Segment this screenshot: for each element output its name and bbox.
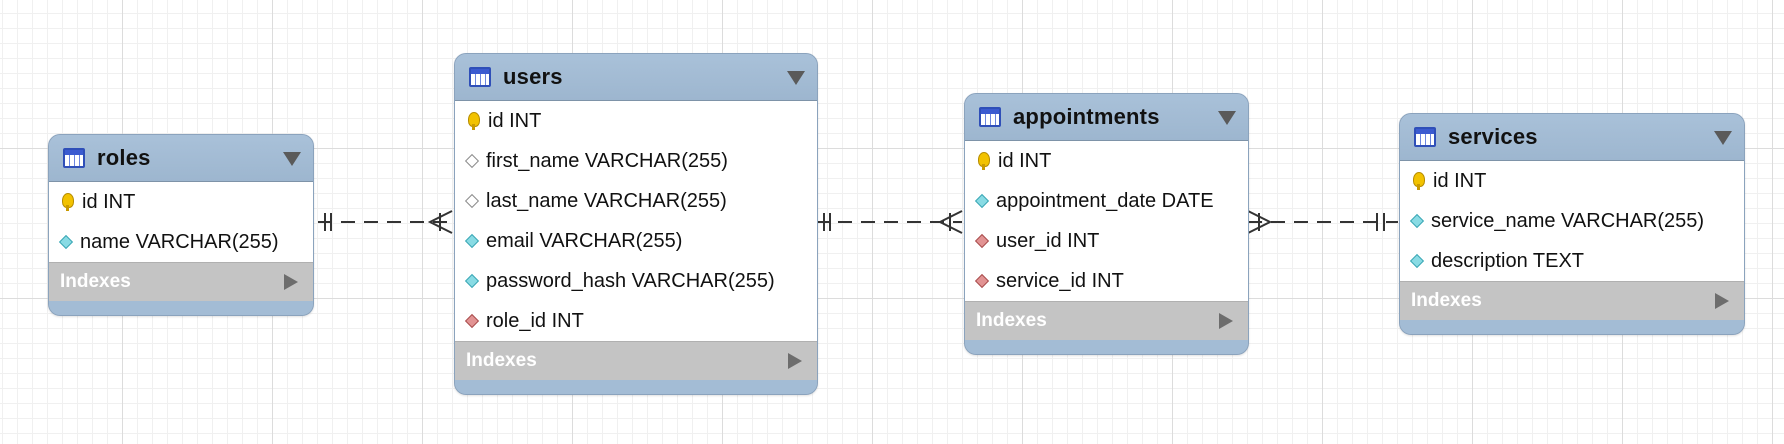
primary-key-icon (464, 111, 484, 131)
relationship-users-appointments[interactable] (815, 210, 963, 234)
crowfoot-mark (937, 210, 963, 234)
column-label: appointment_date DATE (996, 189, 1214, 212)
entity-header[interactable]: roles (49, 135, 313, 182)
column-list: id INT name VARCHAR(255) (49, 182, 313, 262)
entity-users[interactable]: users id INT first_name VARCHAR(255) las… (454, 53, 818, 395)
column-label: last_name VARCHAR(255) (486, 189, 727, 212)
column-list: id INT first_name VARCHAR(255) last_name… (455, 101, 817, 341)
relationship-services-appointments[interactable] (1247, 210, 1398, 234)
collapse-triangle-icon[interactable] (1714, 131, 1732, 145)
column-row[interactable]: name VARCHAR(255) (49, 222, 313, 262)
entity-footer (965, 340, 1248, 354)
entity-title: roles (97, 145, 151, 170)
column-label: email VARCHAR(255) (486, 229, 683, 252)
entity-header[interactable]: services (1400, 114, 1744, 161)
column-row[interactable]: id INT (965, 141, 1248, 181)
column-row[interactable]: user_id INT (965, 221, 1248, 261)
column-row[interactable]: role_id INT (455, 301, 817, 341)
column-row[interactable]: appointment_date DATE (965, 181, 1248, 221)
column-diamond-icon (464, 273, 480, 289)
column-diamond-icon (974, 193, 990, 209)
primary-key-icon (1409, 171, 1429, 191)
column-row[interactable]: service_name VARCHAR(255) (1400, 201, 1744, 241)
column-list: id INT service_name VARCHAR(255) descrip… (1400, 161, 1744, 281)
expand-triangle-icon[interactable] (1219, 313, 1233, 329)
column-label: role_id INT (486, 309, 584, 332)
expand-triangle-icon[interactable] (284, 274, 298, 290)
indexes-label: Indexes (466, 350, 537, 371)
column-label: id INT (1433, 169, 1487, 192)
indexes-label: Indexes (976, 310, 1047, 331)
entity-header[interactable]: users (455, 54, 817, 101)
indexes-section[interactable]: Indexes (965, 301, 1248, 340)
primary-key-icon (974, 151, 994, 171)
column-label: password_hash VARCHAR(255) (486, 269, 775, 292)
entity-title: users (503, 64, 563, 89)
column-diamond-icon (1409, 213, 1425, 229)
entity-title: appointments (1013, 104, 1160, 129)
crowfoot-mark (427, 210, 453, 234)
entity-footer (1400, 320, 1744, 334)
column-diamond-icon (1409, 253, 1425, 269)
table-icon (63, 148, 85, 168)
collapse-triangle-icon[interactable] (1218, 111, 1236, 125)
column-label: service_name VARCHAR(255) (1431, 209, 1705, 232)
entity-roles[interactable]: roles id INT name VARCHAR(255) Indexes (48, 134, 314, 316)
indexes-section[interactable]: Indexes (455, 341, 817, 380)
entity-services[interactable]: services id INT service_name VARCHAR(255… (1399, 113, 1745, 335)
entity-title: services (1448, 124, 1538, 149)
column-row[interactable]: id INT (49, 182, 313, 222)
foreign-key-icon (464, 313, 480, 329)
indexes-label: Indexes (60, 271, 131, 292)
column-row[interactable]: id INT (1400, 161, 1744, 201)
expand-triangle-icon[interactable] (1715, 293, 1729, 309)
column-row[interactable]: password_hash VARCHAR(255) (455, 261, 817, 301)
column-label: id INT (998, 149, 1052, 172)
indexes-section[interactable]: Indexes (49, 262, 313, 301)
relationship-roles-users[interactable] (318, 210, 453, 234)
column-label: id INT (82, 190, 136, 213)
column-row[interactable]: id INT (455, 101, 817, 141)
column-diamond-icon (464, 233, 480, 249)
column-row[interactable]: last_name VARCHAR(255) (455, 181, 817, 221)
column-row[interactable]: description TEXT (1400, 241, 1744, 281)
column-label: service_id INT (996, 269, 1124, 292)
collapse-triangle-icon[interactable] (787, 71, 805, 85)
column-row[interactable]: first_name VARCHAR(255) (455, 141, 817, 181)
column-row[interactable]: service_id INT (965, 261, 1248, 301)
column-row[interactable]: email VARCHAR(255) (455, 221, 817, 261)
primary-key-icon (58, 192, 78, 212)
entity-appointments[interactable]: appointments id INT appointment_date DAT… (964, 93, 1249, 355)
entity-footer (49, 301, 313, 315)
indexes-label: Indexes (1411, 290, 1482, 311)
table-icon (1414, 127, 1436, 147)
column-diamond-icon (58, 234, 74, 250)
column-label: first_name VARCHAR(255) (486, 149, 728, 172)
table-icon (469, 67, 491, 87)
column-label: description TEXT (1431, 249, 1585, 272)
table-icon (979, 107, 1001, 127)
nullable-column-icon (464, 153, 480, 169)
indexes-section[interactable]: Indexes (1400, 281, 1744, 320)
expand-triangle-icon[interactable] (788, 353, 802, 369)
crowfoot-mark (1247, 210, 1273, 234)
foreign-key-icon (974, 233, 990, 249)
collapse-triangle-icon[interactable] (283, 152, 301, 166)
foreign-key-icon (974, 273, 990, 289)
column-label: name VARCHAR(255) (80, 230, 279, 253)
column-label: user_id INT (996, 229, 1100, 252)
column-label: id INT (488, 109, 542, 132)
entity-footer (455, 380, 817, 394)
entity-header[interactable]: appointments (965, 94, 1248, 141)
column-list: id INT appointment_date DATE user_id INT… (965, 141, 1248, 301)
nullable-column-icon (464, 193, 480, 209)
